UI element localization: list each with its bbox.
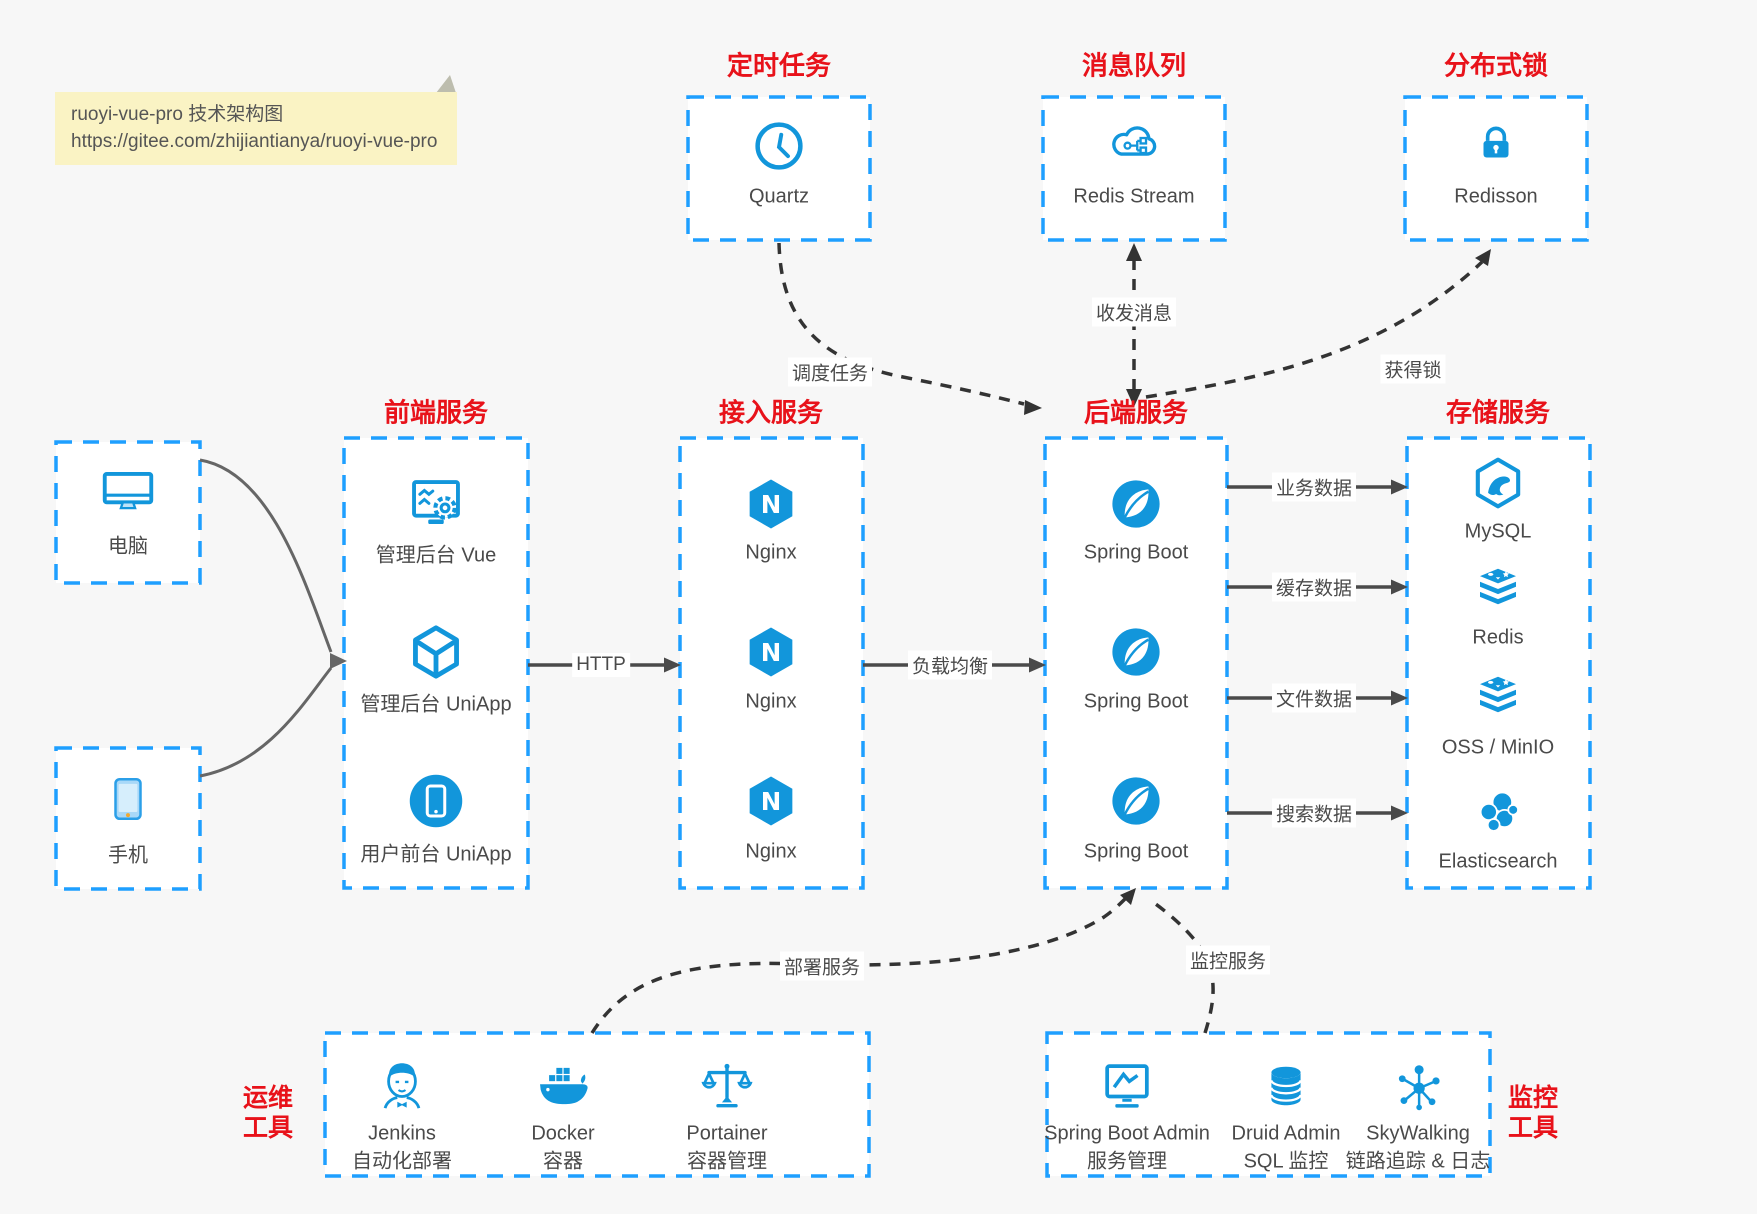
frontend-item-label: 用户前台 UniApp: [360, 843, 512, 866]
edge-label-acquire-lock: 获得锁: [1380, 354, 1446, 384]
phone-label: 手机: [108, 844, 148, 867]
note-url: https://gitee.com/zhijiantianya/ruoyi-vu…: [71, 131, 438, 152]
storage-stack-icon: [1471, 670, 1525, 724]
backend-item-label: Spring Boot: [1083, 840, 1189, 863]
pc-label: 电脑: [108, 535, 148, 558]
solid-arrowheads: [664, 479, 1408, 821]
edge-lock-curve: [1145, 260, 1484, 399]
title-mq: 消息队列: [1081, 50, 1187, 81]
ops-item-desc: 容器管理: [687, 1150, 767, 1173]
docker-icon: [534, 1057, 592, 1115]
monitor-item-desc: 链路追踪 & 日志: [1345, 1150, 1491, 1173]
edge-label-file-data: 文件数据: [1271, 683, 1357, 713]
title-monitor-line2: 工具: [1507, 1114, 1559, 1142]
redis-stack-icon: [1471, 562, 1525, 616]
title-scheduler: 定时任务: [726, 50, 832, 81]
monitor-chart-icon: [1099, 1058, 1155, 1114]
gateway-item-label: Nginx: [745, 690, 797, 713]
cloud-mq-icon: [1103, 114, 1165, 176]
title-frontend: 前端服务: [383, 397, 489, 428]
edge-label-cache-data: 缓存数据: [1271, 572, 1357, 602]
jenkins-icon: [374, 1058, 430, 1114]
edge-schedule-curve: [777, 242, 1025, 406]
elasticsearch-icon: [1472, 786, 1524, 838]
spring-icon: [1109, 625, 1163, 679]
monitor-item-desc: SQL 监控: [1243, 1150, 1329, 1173]
box-pc: [54, 440, 202, 585]
edge-label-schedule: 调度任务: [787, 357, 873, 387]
frontend-item-label: 管理后台 UniApp: [360, 693, 512, 716]
redis-stream-label: Redis Stream: [1073, 185, 1195, 208]
redisson-label: Redisson: [1454, 185, 1538, 208]
spring-icon: [1109, 477, 1163, 531]
ops-item-desc: 自动化部署: [352, 1150, 452, 1173]
storage-item-label: MySQL: [1464, 520, 1532, 543]
portainer-scales-icon: [700, 1059, 754, 1113]
monitor-item-name: Druid Admin: [1231, 1122, 1341, 1145]
title-ops-line1: 运维: [242, 1084, 294, 1112]
title-gateway: 接入服务: [718, 397, 824, 428]
ops-item-desc: 容器: [543, 1150, 583, 1173]
title-storage: 存储服务: [1445, 397, 1551, 428]
edge-label-search-data: 搜索数据: [1271, 798, 1357, 828]
box-lock: [1403, 95, 1589, 242]
storage-item-label: OSS / MinIO: [1441, 736, 1555, 759]
svg-text:N: N: [761, 787, 782, 816]
storage-item-label: Elasticsearch: [1438, 850, 1558, 873]
mysql-icon: [1470, 455, 1526, 511]
title-backend: 后端服务: [1083, 397, 1189, 428]
svg-text:N: N: [761, 490, 782, 519]
nginx-icon: N: [743, 773, 799, 829]
svg-text:N: N: [761, 638, 782, 667]
device-merge-arrowhead: [330, 653, 347, 669]
note-fold-corner: [436, 75, 456, 93]
edge-label-monitoring: 监控服务: [1185, 945, 1271, 975]
ops-item-name: Docker: [531, 1122, 595, 1145]
title-lock: 分布式锁: [1443, 50, 1549, 81]
uniapp-cube-icon: [407, 623, 465, 681]
nginx-icon: N: [743, 624, 799, 680]
monitor-item-name: Spring Boot Admin: [1044, 1122, 1210, 1145]
monitor-item-name: SkyWalking: [1366, 1122, 1470, 1145]
edge-deploy-curve: [590, 895, 1129, 1034]
title-ops-line2: 工具: [242, 1114, 294, 1142]
storage-item-label: Redis: [1472, 626, 1524, 649]
topology-icon: [1391, 1059, 1445, 1113]
desktop-icon: [97, 461, 159, 523]
clock-icon: [752, 119, 806, 173]
dashed-arrowheads: [1024, 243, 1491, 905]
sticky-note: ruoyi-vue-pro 技术架构图 https://gitee.com/zh…: [55, 92, 457, 165]
quartz-label: Quartz: [748, 185, 810, 208]
smartphone-icon: [103, 774, 153, 824]
ops-item-name: Portainer: [686, 1122, 768, 1145]
edge-label-load-balance: 负载均衡: [907, 650, 993, 680]
nginx-icon: N: [743, 476, 799, 532]
backend-item-label: Spring Boot: [1083, 541, 1189, 564]
edge-monitoring-curve: [1149, 898, 1215, 1034]
database-icon: [1261, 1061, 1311, 1111]
uniapp-phone-icon: [406, 771, 466, 831]
gateway-item-label: Nginx: [745, 840, 797, 863]
ops-item-name: Jenkins: [368, 1122, 436, 1145]
frontend-item-label: 管理后台 Vue: [375, 544, 497, 567]
group-box-borders: [54, 95, 1592, 1178]
box-mq: [1041, 95, 1227, 242]
admin-vue-icon: [405, 473, 467, 535]
monitor-item-desc: 服务管理: [1087, 1150, 1167, 1173]
backend-item-label: Spring Boot: [1083, 690, 1189, 713]
edge-label-biz-data: 业务数据: [1271, 472, 1357, 502]
edge-label-message: 收发消息: [1091, 297, 1177, 327]
lock-icon: [1471, 119, 1521, 169]
title-monitor-line1: 监控: [1507, 1084, 1559, 1112]
box-scheduler: [686, 95, 872, 242]
edge-label-deploy: 部署服务: [779, 951, 865, 981]
device-merge-curves: [199, 458, 333, 778]
gateway-item-label: Nginx: [745, 541, 797, 564]
spring-icon: [1109, 774, 1163, 828]
note-title: ruoyi-vue-pro 技术架构图: [71, 104, 284, 125]
edge-label-http: HTTP: [572, 653, 630, 677]
